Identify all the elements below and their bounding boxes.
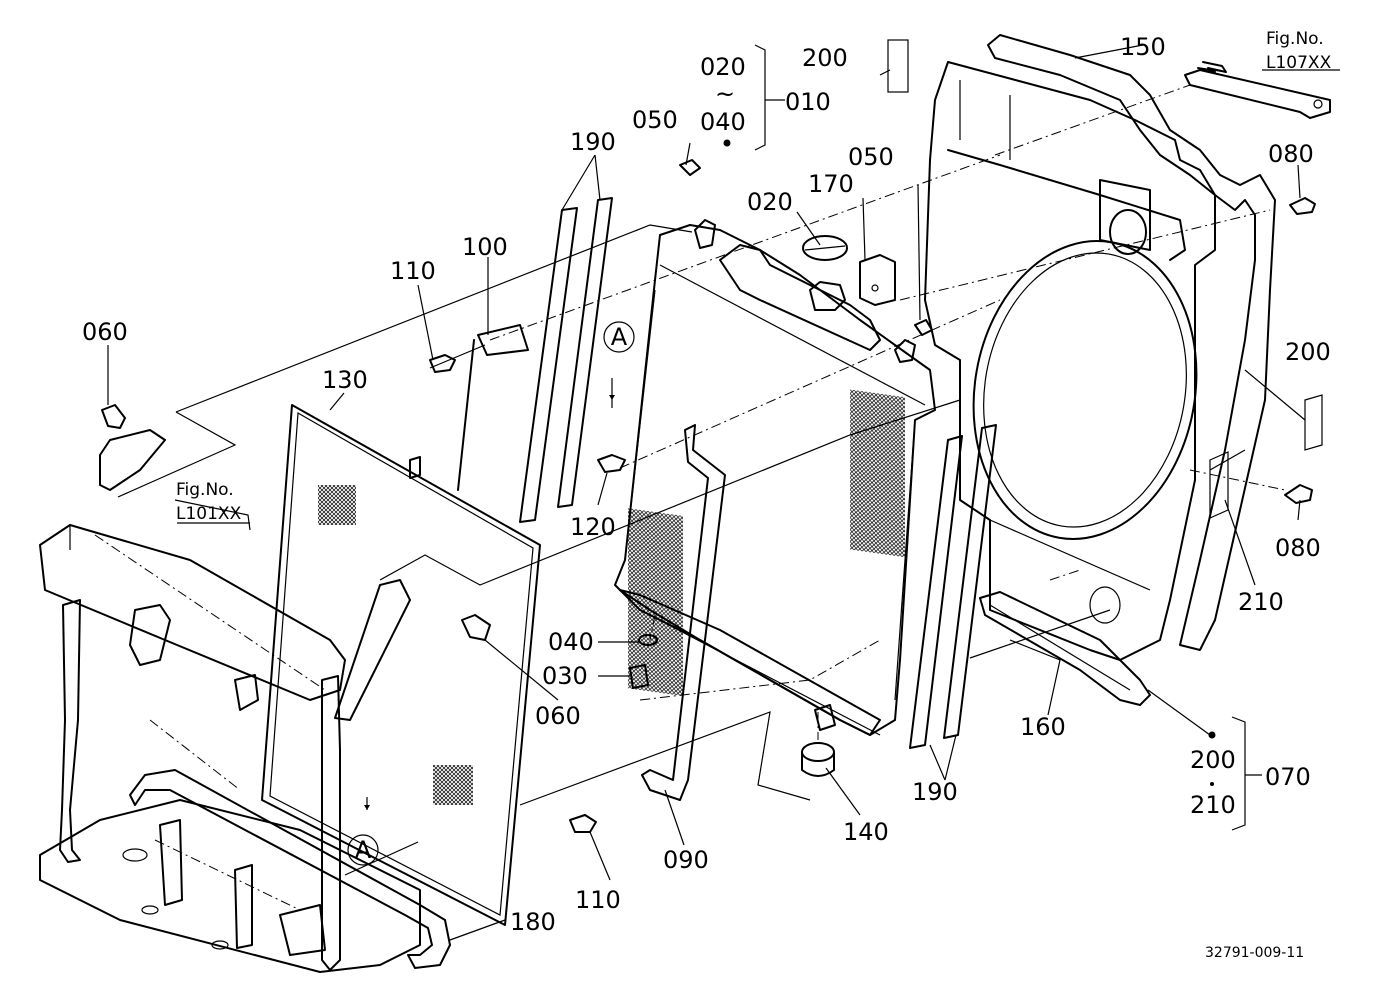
baffle-160	[979, 591, 1151, 706]
assembly-lines	[94, 84, 1286, 911]
label-160: 160	[1020, 713, 1066, 741]
seal-180	[129, 769, 451, 969]
label-210-right: 210	[1238, 588, 1284, 616]
drawing-code: 32791-009-11	[1205, 945, 1304, 961]
label-060-top: 060	[82, 318, 128, 346]
fig-ref-left-line2: L101XX	[176, 504, 242, 524]
view-marker-a-bottom: A	[347, 805, 379, 866]
bolt-030	[629, 664, 649, 689]
cushion-170	[859, 254, 896, 306]
label-050-a: 050	[632, 106, 678, 134]
label-010: 010	[785, 88, 831, 116]
bolt-060-mid	[461, 614, 491, 641]
label-080-bottom: 080	[1275, 534, 1321, 562]
label-200-right: 200	[1285, 338, 1331, 366]
view-marker-a-bottom-label: A	[355, 836, 372, 864]
label-040-top: 040	[700, 108, 746, 136]
label-090: 090	[663, 846, 709, 874]
label-020-top: 020	[700, 53, 746, 81]
label-120: 120	[570, 513, 616, 541]
mount-frame	[39, 429, 421, 973]
strip-190-left-pair	[519, 197, 613, 523]
bolt-080-top	[1289, 197, 1316, 215]
label-050-b: 050	[848, 143, 894, 171]
group-brackets	[754, 44, 1262, 831]
label-tilde: ~	[715, 80, 735, 108]
label-030: 030	[542, 662, 588, 690]
bracket-090	[641, 424, 726, 801]
rod-100	[457, 324, 529, 491]
pad-200-right	[1304, 394, 1323, 451]
label-110-bottom: 110	[575, 886, 621, 914]
bolt-110-bottom	[569, 814, 597, 833]
label-180: 180	[510, 908, 556, 936]
label-190-top: 190	[570, 128, 616, 156]
radiator	[614, 219, 936, 736]
bolt-120	[597, 454, 626, 473]
figure-ref-left: Fig.No. L101XX	[176, 480, 242, 524]
label-020-cap: 020	[747, 188, 793, 216]
reference-dots	[723, 139, 1216, 786]
nut-050-left	[679, 159, 701, 176]
view-marker-a-top-label: A	[611, 323, 628, 351]
label-140: 140	[843, 818, 889, 846]
label-100: 100	[462, 233, 508, 261]
fig-ref-left-line1: Fig.No.	[176, 480, 234, 500]
pad-200-top	[887, 39, 909, 93]
washer-040	[638, 634, 658, 646]
leader-lines	[107, 44, 1340, 941]
bolt-110-top	[429, 354, 456, 373]
label-200-top: 200	[802, 44, 848, 72]
label-200-bottom: 200	[1190, 746, 1236, 774]
fig-ref-top-right-line1: Fig.No.	[1266, 29, 1324, 49]
label-150: 150	[1120, 33, 1166, 61]
bolt-080-bottom	[1284, 484, 1313, 504]
radiator-cap-020	[802, 235, 848, 261]
label-190-bottom: 190	[912, 778, 958, 806]
shroud-seal-150	[987, 34, 1276, 651]
part-labels: 010 020 ~ 040 050 050 190 200 150 020 17…	[82, 33, 1331, 936]
strip-190-right-pair	[909, 424, 997, 749]
label-040-mid: 040	[548, 628, 594, 656]
figure-ref-top-right: Fig.No. L107XX	[1266, 29, 1332, 73]
screen-130	[261, 404, 541, 926]
fan-shroud	[924, 61, 1216, 661]
label-170: 170	[808, 170, 854, 198]
bolt-060-top	[101, 404, 126, 429]
label-130: 130	[322, 366, 368, 394]
cushion-140	[801, 742, 835, 777]
label-060-mid: 060	[535, 702, 581, 730]
view-marker-a-top: A	[603, 321, 635, 400]
label-210-bottom: 210	[1190, 791, 1236, 819]
label-080-top: 080	[1268, 140, 1314, 168]
label-070: 070	[1265, 763, 1311, 791]
label-110-top: 110	[390, 257, 436, 285]
fig-ref-top-right-line2: L107XX	[1266, 53, 1332, 73]
